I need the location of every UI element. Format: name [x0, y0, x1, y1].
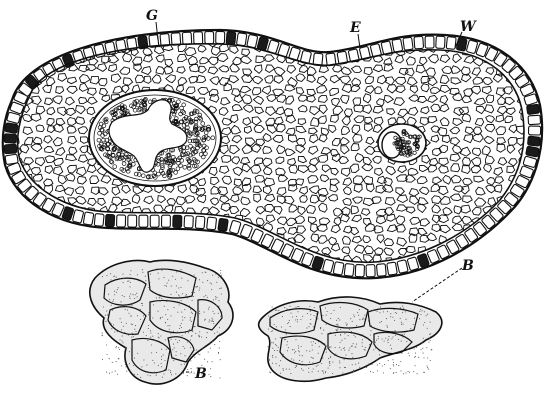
vascular-bundle-g: [89, 90, 221, 186]
cell-cluster-left: [90, 260, 233, 384]
label-b-left: B: [194, 366, 207, 382]
label-w: W: [460, 19, 477, 35]
vascular-bundle-small: [378, 124, 426, 162]
label-e: E: [349, 20, 361, 36]
label-g: G: [146, 8, 158, 24]
cell-cluster-right: [259, 297, 442, 381]
leaf-body: [3, 30, 542, 278]
label-b-right: B: [461, 258, 474, 274]
